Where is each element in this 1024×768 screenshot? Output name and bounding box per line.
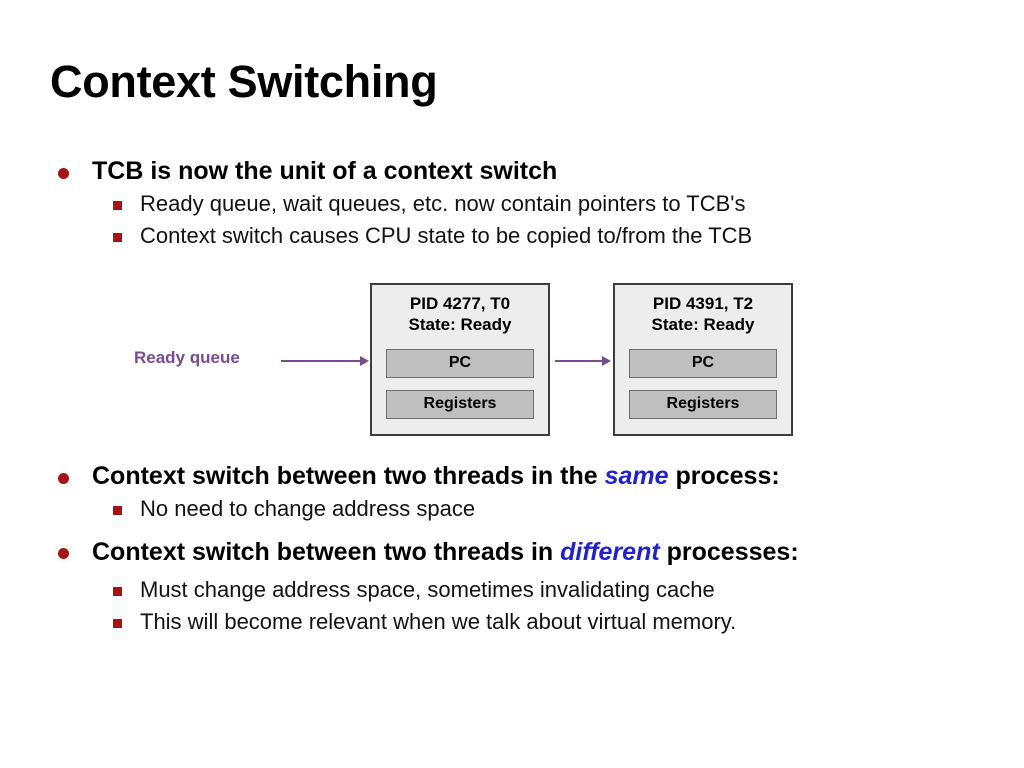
tcb-slot-pc: PC [629, 348, 777, 378]
bullet-level2-virtual-memory: This will become relevant when we talk a… [50, 609, 980, 636]
ready-queue-label: Ready queue [134, 348, 240, 367]
bullet-dot-icon [58, 472, 69, 484]
tcb-state-line: State: Ready [651, 315, 755, 335]
bullet-square-icon [113, 506, 122, 516]
tcb-box-1: PID 4277, T0 State: Ready PC Registers [370, 283, 550, 436]
bullet-square-icon [113, 201, 122, 211]
emphasis-same: same [604, 462, 669, 490]
emphasis-different: different [560, 537, 660, 566]
bullet-level2-cpu-state: Context switch causes CPU state to be co… [50, 223, 980, 250]
bullet-text-prefix: Context switch between two threads in [92, 537, 561, 566]
bullet-level2-invalidating-cache: Must change address space, sometimes inv… [50, 577, 980, 604]
bullet-text-suffix: processes: [659, 537, 799, 566]
bullet-text-prefix: Context switch between two threads in th… [92, 462, 605, 490]
tcb-header-1: PID 4277, T0 State: Ready [372, 293, 548, 336]
arrow-tcb1-to-tcb2-icon [555, 356, 611, 366]
bullet-dot-icon [58, 167, 69, 179]
tcb-slot-pc: PC [386, 348, 534, 378]
bullet-text: Ready queue, wait queues, etc. now conta… [140, 191, 746, 216]
bullet-square-icon [113, 232, 122, 242]
tcb-header-2: PID 4391, T2 State: Ready [615, 293, 791, 336]
bullet-square-icon [113, 586, 122, 596]
bullet-level2-no-address-change: No need to change address space [50, 496, 980, 523]
bullet-text: No need to change address space [140, 496, 476, 521]
bullet-text: TCB is now the unit of a context switch [92, 157, 558, 185]
tcb-pid-line: PID 4391, T2 [652, 294, 754, 313]
bullet-level1-tcb-unit: TCB is now the unit of a context switch [50, 156, 980, 186]
body-content-lower: Context switch between two threads in th… [50, 461, 980, 635]
arrow-queue-to-tcb1-icon [281, 356, 369, 366]
bullet-dot-icon [58, 548, 69, 560]
bullet-level2-ready-queue: Ready queue, wait queues, etc. now conta… [50, 191, 980, 218]
bullet-square-icon [113, 618, 122, 628]
bullet-text: Must change address space, sometimes inv… [140, 576, 715, 602]
bullet-text: This will become relevant when we talk a… [140, 608, 737, 634]
tcb-state-line: State: Ready [408, 315, 512, 335]
bullet-level1-same-process: Context switch between two threads in th… [50, 461, 980, 491]
bullet-text-suffix: process: [668, 462, 780, 490]
tcb-box-2: PID 4391, T2 State: Ready PC Registers [613, 283, 793, 436]
bullet-text: Context switch causes CPU state to be co… [140, 222, 753, 248]
tcb-slot-registers: Registers [386, 389, 534, 419]
tcb-pid-line: PID 4277, T0 [409, 294, 511, 313]
page-title: Context Switching [50, 56, 438, 107]
bullet-level1-different-process: Context switch between two threads in di… [50, 537, 852, 567]
tcb-slot-registers: Registers [629, 389, 777, 419]
body-content-upper: TCB is now the unit of a context switch … [50, 156, 980, 250]
